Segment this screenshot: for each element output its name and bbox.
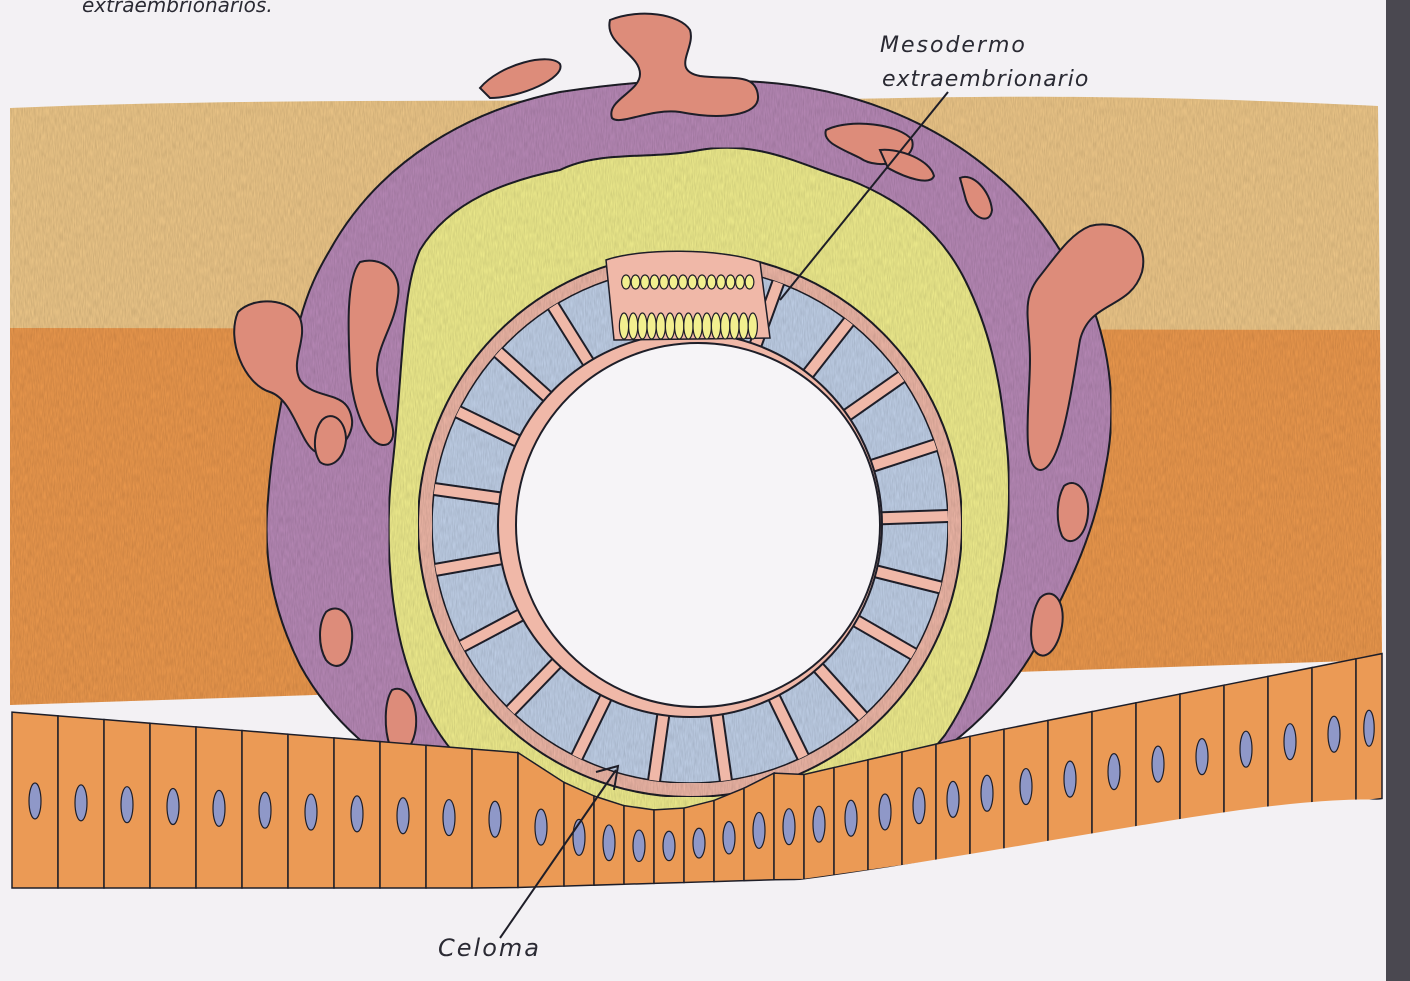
hypoblast-cell — [730, 313, 739, 339]
epiblast-cell — [641, 275, 650, 289]
cell-nucleus — [813, 806, 825, 842]
hypoblast-cell — [638, 313, 647, 339]
mesoderm-label-line2: extraembrionario — [882, 67, 1089, 92]
cell-nucleus — [663, 831, 675, 860]
hypoblast-cell — [711, 313, 720, 339]
epiblast-cell — [736, 275, 745, 289]
cell-nucleus — [1020, 769, 1032, 805]
epiblast-cell — [698, 275, 707, 289]
hypoblast-cell — [665, 313, 674, 339]
hypoblast-cell — [748, 313, 757, 339]
cell-nucleus — [981, 775, 993, 811]
epiblast-cell — [622, 275, 631, 289]
epiblast-cell — [707, 275, 716, 289]
lacuna — [320, 608, 352, 665]
hypoblast-cell — [684, 313, 693, 339]
hypoblast-cell — [619, 313, 628, 339]
mesoderm-label-line1: Mesodermo — [880, 33, 1027, 58]
cell-nucleus — [167, 789, 179, 825]
cell-nucleus — [1284, 724, 1296, 760]
cell-nucleus — [1064, 761, 1076, 797]
cell-nucleus — [443, 800, 455, 836]
hypoblast-cell — [629, 313, 638, 339]
cell-nucleus — [1152, 746, 1164, 782]
cell-nucleus — [305, 794, 317, 830]
epiblast-cell — [631, 275, 640, 289]
lacuna — [1058, 483, 1088, 541]
blastocyst-cavity — [516, 343, 880, 707]
cell-nucleus — [845, 800, 857, 836]
epiblast-cell — [669, 275, 678, 289]
cell-nucleus — [693, 828, 705, 858]
cell-nucleus — [723, 821, 735, 853]
hypoblast-cell — [693, 313, 702, 339]
hypoblast-cell — [656, 313, 665, 339]
hypoblast-cell — [647, 313, 656, 339]
cell-nucleus — [213, 790, 225, 826]
epiblast-cell — [679, 275, 688, 289]
hypoblast-cell — [702, 313, 711, 339]
cell-nucleus — [535, 809, 547, 845]
cell-nucleus — [259, 792, 271, 828]
cell-nucleus — [913, 788, 925, 824]
mesoderm-bridge-fill — [882, 516, 948, 518]
cell-nucleus — [29, 783, 41, 819]
page-edge — [1386, 0, 1410, 981]
epiblast-cell — [745, 275, 754, 289]
epiblast-cell — [660, 275, 669, 289]
hypoblast-cells — [619, 313, 757, 339]
cell-nucleus — [121, 787, 133, 823]
cell-nucleus — [1328, 716, 1340, 752]
cell-nucleus — [753, 812, 765, 848]
epiblast-cell — [650, 275, 659, 289]
cell-nucleus — [783, 809, 795, 845]
epiblast-cell — [726, 275, 735, 289]
cell-nucleus — [603, 825, 615, 861]
cell-nucleus — [879, 794, 891, 830]
cell-nucleus — [633, 830, 645, 861]
cell-nucleus — [489, 801, 501, 837]
cell-nucleus — [351, 796, 363, 832]
epiblast-cell — [717, 275, 726, 289]
cell-nucleus — [1108, 754, 1120, 790]
hypoblast-cell — [721, 313, 730, 339]
cell-nucleus — [1196, 739, 1208, 775]
hypoblast-cell — [675, 313, 684, 339]
cell-nucleus — [947, 781, 959, 817]
hypoblast-cell — [739, 313, 748, 339]
caption-fragment: extraembrionarios. — [82, 0, 273, 17]
cell-nucleus — [1240, 731, 1252, 767]
coelom-label: Celoma — [438, 934, 541, 962]
cell-nucleus — [75, 785, 87, 821]
cell-nucleus — [397, 798, 409, 834]
epiblast-cell — [688, 275, 697, 289]
cell-nucleus — [1364, 710, 1374, 746]
